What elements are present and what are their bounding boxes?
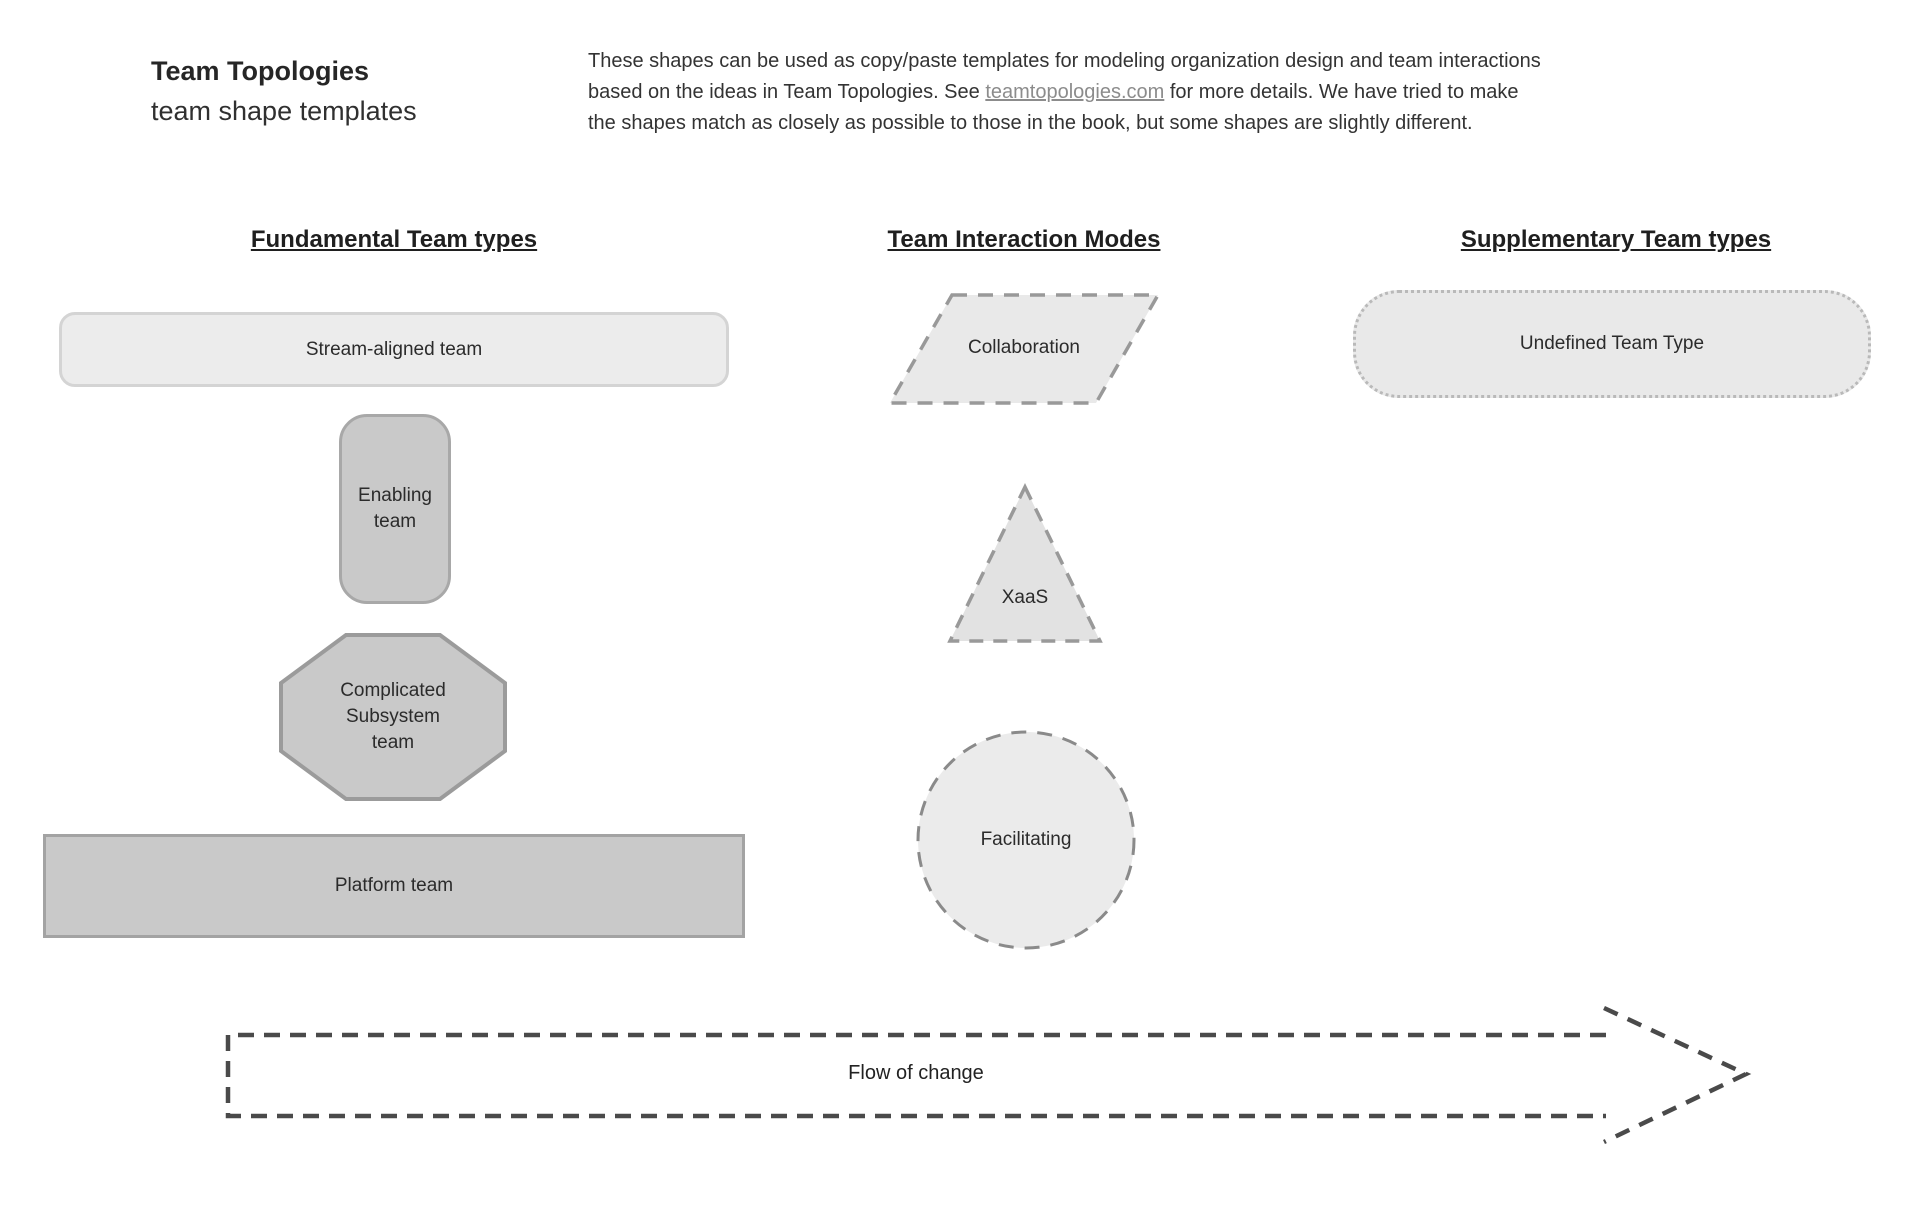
facilitating-shape[interactable]	[914, 728, 1138, 952]
octagon-polygon	[279, 633, 507, 801]
complicated-subsystem-team-shape[interactable]	[279, 633, 507, 801]
description-line2-before-link: based on the ideas in Team Topologies. S…	[588, 81, 986, 103]
teamtopologies-link[interactable]: teamtopologies.com	[985, 81, 1165, 103]
triangle-polygon	[947, 483, 1103, 643]
enabling-team-label: Enabling team	[358, 485, 432, 532]
description-line1: These shapes can be used as copy/paste t…	[588, 50, 1541, 72]
flow-arrow-head	[1603, 1005, 1752, 1145]
page-subtitle: team shape templates	[151, 96, 417, 126]
page-description: These shapes can be used as copy/paste t…	[588, 46, 1708, 139]
undefined-team-type-shape[interactable]: Undefined Team Type	[1353, 290, 1871, 398]
stream-aligned-team-shape[interactable]: Stream-aligned team	[59, 312, 729, 387]
xaas-shape[interactable]	[946, 483, 1104, 645]
platform-team-label: Platform team	[334, 875, 454, 896]
circle-element	[916, 730, 1136, 950]
page-title: Team Topologies	[151, 56, 370, 86]
collaboration-shape[interactable]	[886, 293, 1162, 405]
flow-of-change-arrow[interactable]	[224, 1000, 1758, 1150]
circle-shape-svg	[916, 730, 1136, 950]
description-line3: the shapes match as closely as possible …	[588, 112, 1473, 134]
parallelogram-polygon	[886, 293, 1162, 405]
enabling-team-shape[interactable]: Enabling team	[339, 414, 451, 604]
flow-arrow-svg	[225, 1005, 1752, 1145]
flow-arrow-body	[225, 1032, 1606, 1119]
heading-team-interaction-modes: Team Interaction Modes	[887, 226, 1161, 253]
platform-team-shape[interactable]: Platform team	[43, 834, 745, 938]
undefined-team-type-label: Undefined Team Type	[1519, 333, 1705, 354]
octagon-shape-svg	[279, 633, 507, 801]
triangle-shape-svg	[947, 483, 1103, 643]
heading-fundamental-team-types: Fundamental Team types	[250, 226, 538, 253]
stream-aligned-team-label: Stream-aligned team	[305, 338, 483, 360]
description-line2-after-link: for more details. We have tried to make	[1164, 81, 1519, 103]
heading-supplementary-team-types: Supplementary Team types	[1460, 226, 1772, 253]
parallelogram-shape-svg	[886, 293, 1162, 405]
